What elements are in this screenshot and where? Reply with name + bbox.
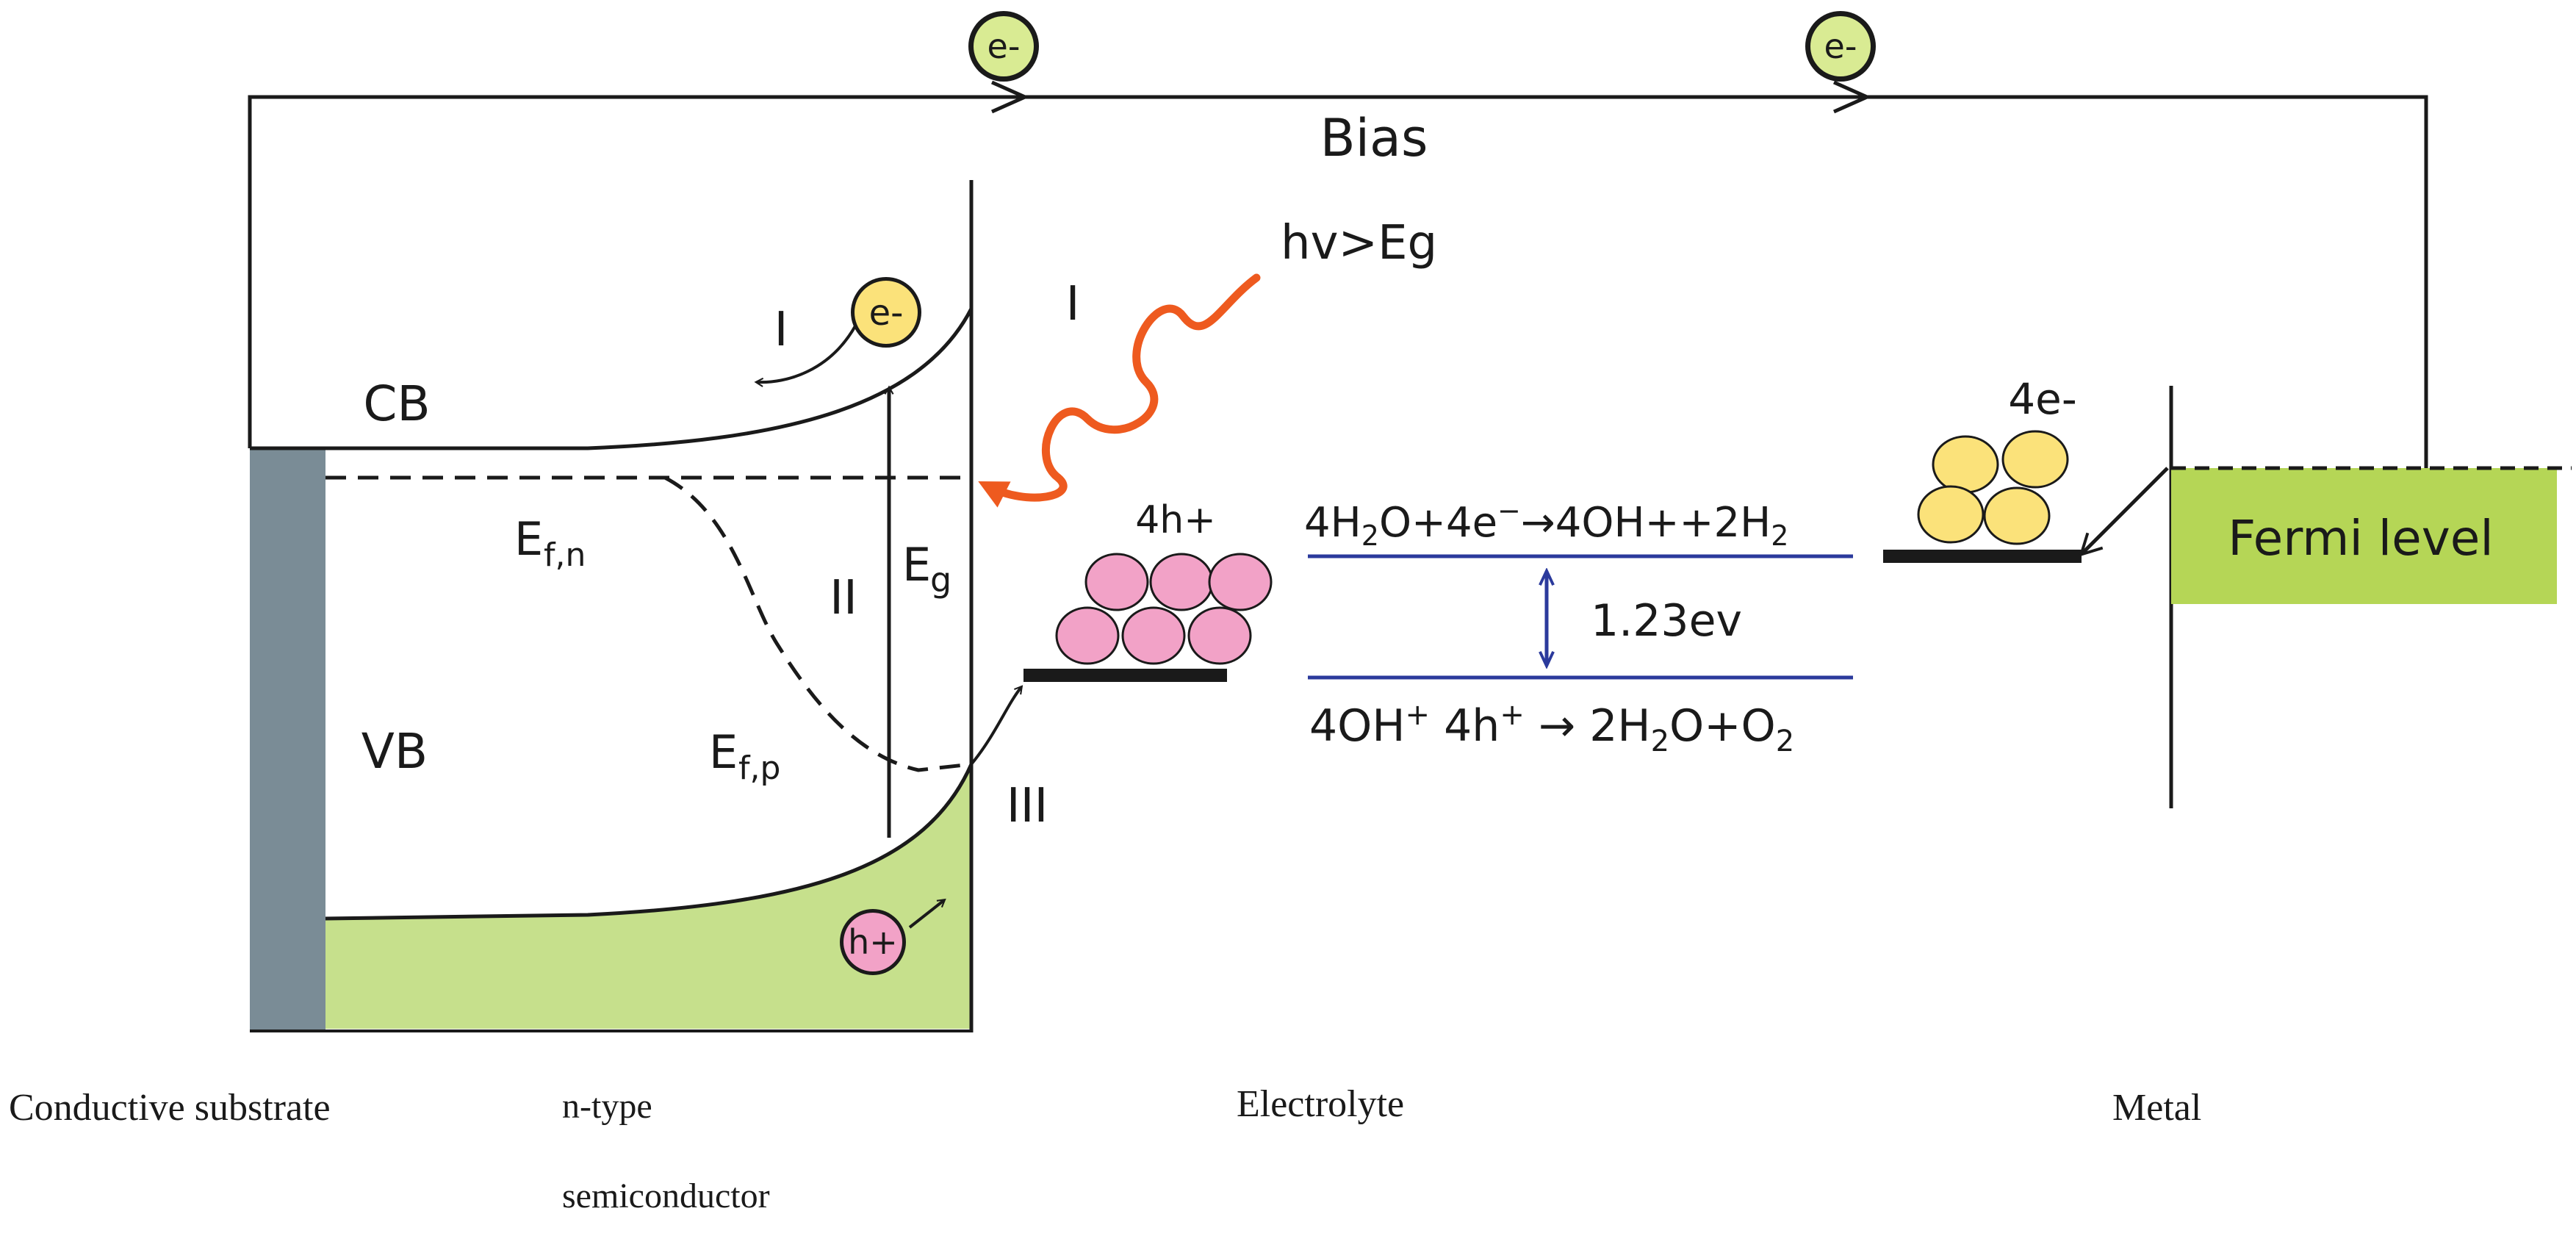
label-metal: Metal: [2112, 1087, 2202, 1129]
valence-band-edge: [325, 763, 974, 921]
region-label-II: II: [830, 571, 857, 625]
conduction-band-edge: [250, 307, 974, 450]
photon-arrow: [978, 273, 1261, 508]
cb-electron: e-: [851, 277, 921, 348]
electrons-cluster: [1917, 430, 2069, 545]
electrons-platform: [1883, 550, 2082, 563]
valence-band-fill: [325, 764, 971, 1029]
fermi-level-box: [2171, 468, 2557, 604]
label-conductive-substrate: Conductive substrate: [9, 1087, 331, 1129]
oxidation-reaction: 4OH+ 4h+ → 2H2O+O2: [1309, 698, 1794, 758]
fermi-p-label: E f,p: [709, 725, 780, 787]
holes-platform: [1023, 669, 1227, 682]
region-label-III: III: [1007, 779, 1048, 833]
region-label-I-left: I: [774, 303, 788, 357]
bias-label: Bias: [1320, 108, 1428, 168]
cb-label: CB: [363, 376, 430, 432]
label-n-type: n-type: [562, 1087, 652, 1126]
label-semiconductor: semiconductor: [562, 1176, 770, 1215]
vb-hole: h+: [840, 909, 906, 975]
bias-circuit-wire: [248, 95, 2428, 468]
wire-electron-1: e-: [968, 11, 1039, 82]
wire-arrow-1: [990, 80, 1030, 114]
hole-transfer-arrow: [970, 685, 1023, 766]
svg-text:E: E: [902, 538, 931, 592]
svg-text:e-: e-: [1824, 26, 1857, 66]
electron-drift-arrow: [754, 324, 857, 387]
wire-arrow-2: [1832, 80, 1872, 114]
electrons-count-label: 4e-: [2008, 374, 2077, 424]
region-label-I-right: I: [1066, 277, 1080, 331]
wire-electron-2: e-: [1805, 11, 1876, 82]
conductive-substrate: [250, 448, 325, 1032]
label-electrolyte: Electrolyte: [1237, 1083, 1405, 1125]
svg-text:h+: h+: [848, 922, 898, 962]
reduction-reaction: 4H2O+4e−→4OH++2H2: [1304, 495, 1788, 552]
svg-text:E: E: [709, 725, 738, 779]
hole-drift-arrow: [908, 898, 946, 929]
potential-label: 1.23ev: [1591, 595, 1742, 647]
svg-text:g: g: [930, 560, 951, 600]
svg-text:f,n: f,n: [544, 536, 586, 574]
vb-label: VB: [361, 723, 428, 780]
fermi-level-label: Fermi level: [2228, 510, 2494, 567]
holes-count-label: 4h+: [1135, 498, 1216, 542]
holes-cluster: [1055, 553, 1273, 665]
fermi-n-label: E f,n: [514, 512, 586, 574]
bandgap-label: E g: [902, 538, 951, 600]
metal-electron-arrow: [2079, 467, 2169, 557]
svg-text:e-: e-: [987, 26, 1021, 66]
photon-label: hv>Eg: [1281, 216, 1437, 270]
svg-text:e-: e-: [869, 292, 904, 334]
svg-text:f,p: f,p: [738, 750, 780, 787]
quasi-fermi-level-p-dashed: [663, 475, 972, 772]
svg-text:E: E: [514, 512, 543, 566]
